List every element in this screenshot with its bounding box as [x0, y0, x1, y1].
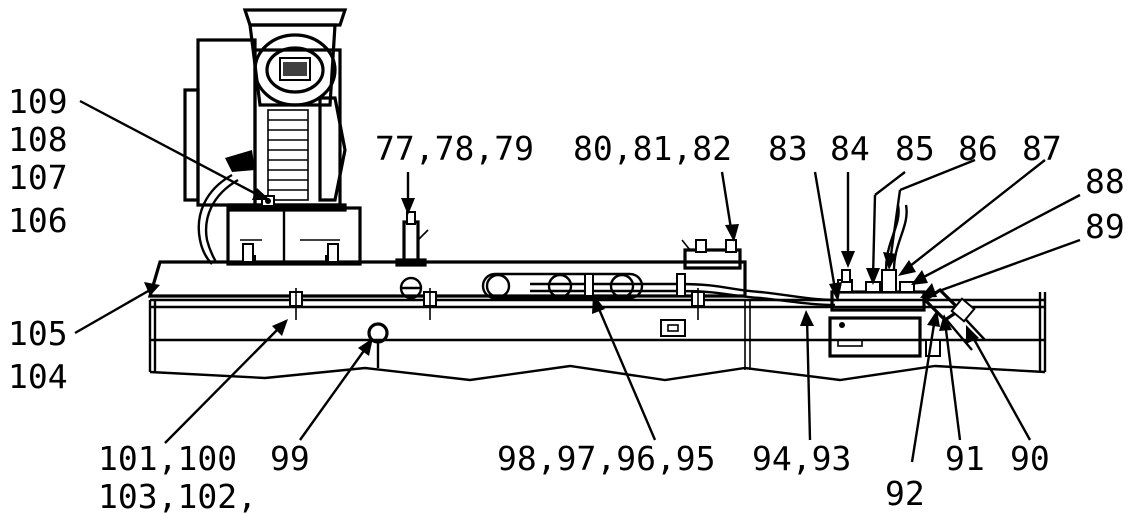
- callout-89: 89: [1085, 207, 1125, 246]
- callout-91: 91: [945, 439, 985, 478]
- engine-base: [226, 206, 362, 266]
- leader-lines: [74, 99, 1081, 463]
- callout-98-97-96-95: 98,97,96,95: [497, 439, 716, 478]
- engine-body: [183, 8, 348, 212]
- callout-105: 105: [8, 314, 68, 353]
- callout-104: 104: [8, 357, 68, 396]
- machine-assembly: [147, 8, 1047, 382]
- cylinder-fins: [267, 109, 309, 201]
- grommet: [367, 322, 389, 368]
- callout-83: 83: [768, 129, 808, 168]
- callout-77-78-79: 77,78,79: [375, 129, 534, 168]
- valve-manifold: [828, 204, 986, 358]
- callout-107: 107: [8, 158, 68, 197]
- callout-90: 90: [1010, 439, 1050, 478]
- callout-80-81-82: 80,81,82: [573, 129, 732, 168]
- fuel-line: [530, 273, 836, 307]
- callout-94-93: 94,93: [752, 439, 851, 478]
- callout-86: 86: [958, 129, 998, 168]
- callout-109: 109: [8, 82, 68, 121]
- rail-bolts: [244, 255, 705, 337]
- engine-fuel-hose: [197, 173, 233, 265]
- callout-108: 108: [8, 120, 68, 159]
- rail-slots: [399, 272, 644, 300]
- callout-85: 85: [895, 129, 935, 168]
- callout-101-100: 101,100: [98, 439, 237, 478]
- callout-88: 88: [1085, 162, 1125, 201]
- callout-84: 84: [830, 129, 870, 168]
- callout-87: 87: [1022, 129, 1062, 168]
- bracket: [681, 239, 742, 270]
- callout-106: 106: [8, 201, 68, 240]
- callout-103-102: 103,102,: [98, 477, 257, 516]
- callout-labels: 109 108 107 106 105 104 77,78,79 80,81,8…: [8, 82, 1125, 516]
- frame-rail-lower: [148, 292, 1047, 382]
- callout-99: 99: [270, 439, 310, 478]
- fuel-valve: [395, 211, 429, 267]
- callout-92: 92: [885, 474, 925, 513]
